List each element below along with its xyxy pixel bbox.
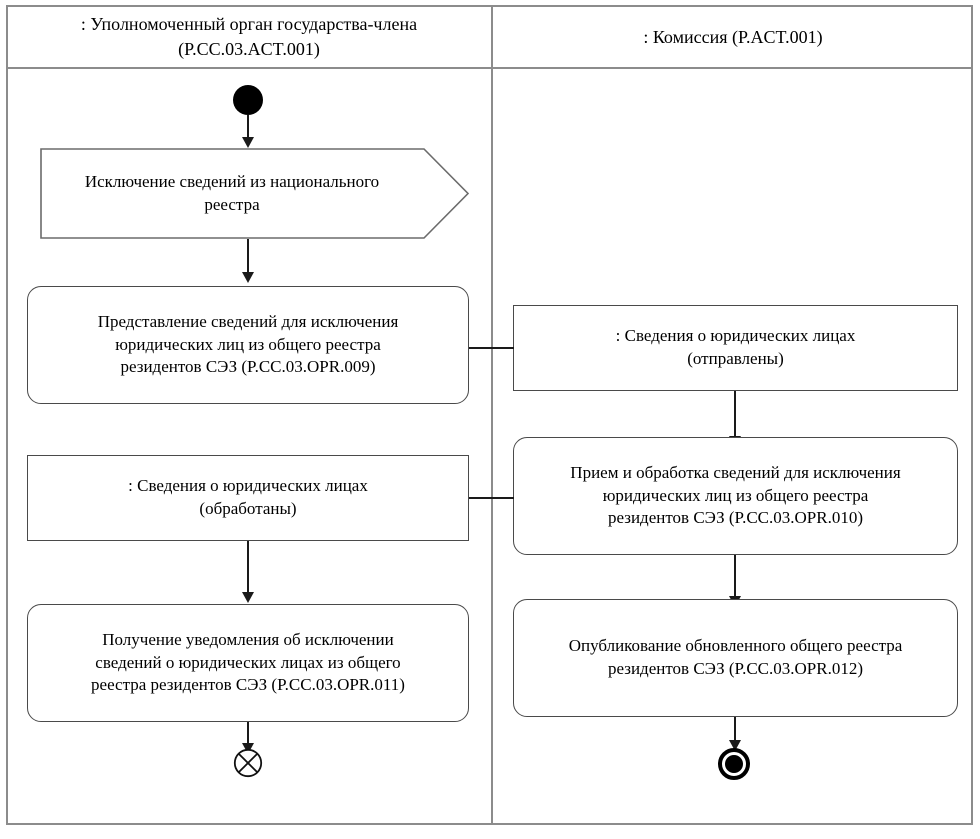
initial-node <box>233 85 263 115</box>
edge-sent-to-opr010 <box>734 391 736 437</box>
object-node-legal-entities-sent[interactable]: : Сведения о юридических лицах (отправле… <box>513 305 958 391</box>
swimlane-header-member-state-body: : Уполномоченный орган государства-члена… <box>80 14 418 59</box>
action-opr-011[interactable]: Получение уведомления об исключении свед… <box>27 604 469 722</box>
send-signal-exclusion-national-registry[interactable]: Исключение сведений из национального рее… <box>40 148 469 239</box>
edge-opr010-to-opr012 <box>734 555 736 599</box>
edge-opr010-to-processed <box>469 497 514 499</box>
edge-signal-to-opr009 <box>247 239 249 273</box>
activity-final-node <box>718 748 750 780</box>
edge-opr009-to-sent <box>469 347 514 349</box>
arrowhead-opr011-to-flow-final <box>242 743 254 754</box>
object-node-legal-entities-sent-label: : Сведения о юридических лицах (отправле… <box>615 326 856 368</box>
action-opr-010-label: Прием и обработка сведений для исключени… <box>570 462 901 528</box>
edge-initial-to-signal <box>247 115 249 143</box>
object-node-legal-entities-processed-label: : Сведения о юридических лицах (обработа… <box>128 476 368 518</box>
swimlane-header-divider <box>6 67 973 69</box>
arrowhead-signal-to-opr009 <box>242 272 254 283</box>
swimlane-vertical-divider <box>491 5 493 825</box>
arrowhead-initial-to-signal <box>242 137 254 148</box>
edge-opr011-to-flow-final <box>247 722 249 750</box>
send-signal-shape <box>40 148 469 239</box>
flow-final-node <box>233 748 263 778</box>
action-opr-012-label: Опубликование обновленного общего реестр… <box>568 636 903 678</box>
arrowhead-processed-to-opr011 <box>242 592 254 603</box>
flow-final-icon <box>233 748 263 778</box>
object-node-legal-entities-processed[interactable]: : Сведения о юридических лицах (обработа… <box>27 455 469 541</box>
edge-processed-to-opr011 <box>247 541 249 593</box>
edge-opr012-to-activity-final <box>734 717 736 747</box>
swimlane-header-commission: : Комиссия (P.ACT.001) <box>643 26 823 47</box>
action-opr-009[interactable]: Представление сведений для исключения юр… <box>27 286 469 404</box>
action-opr-009-label: Представление сведений для исключения юр… <box>97 311 399 377</box>
arrowhead-opr012-to-activity-final <box>729 740 741 751</box>
send-signal-label: Исключение сведений из национального рее… <box>84 171 380 214</box>
action-opr-010[interactable]: Прием и обработка сведений для исключени… <box>513 437 958 555</box>
action-opr-012[interactable]: Опубликование обновленного общего реестр… <box>513 599 958 717</box>
action-opr-011-label: Получение уведомления об исключении свед… <box>91 629 405 695</box>
